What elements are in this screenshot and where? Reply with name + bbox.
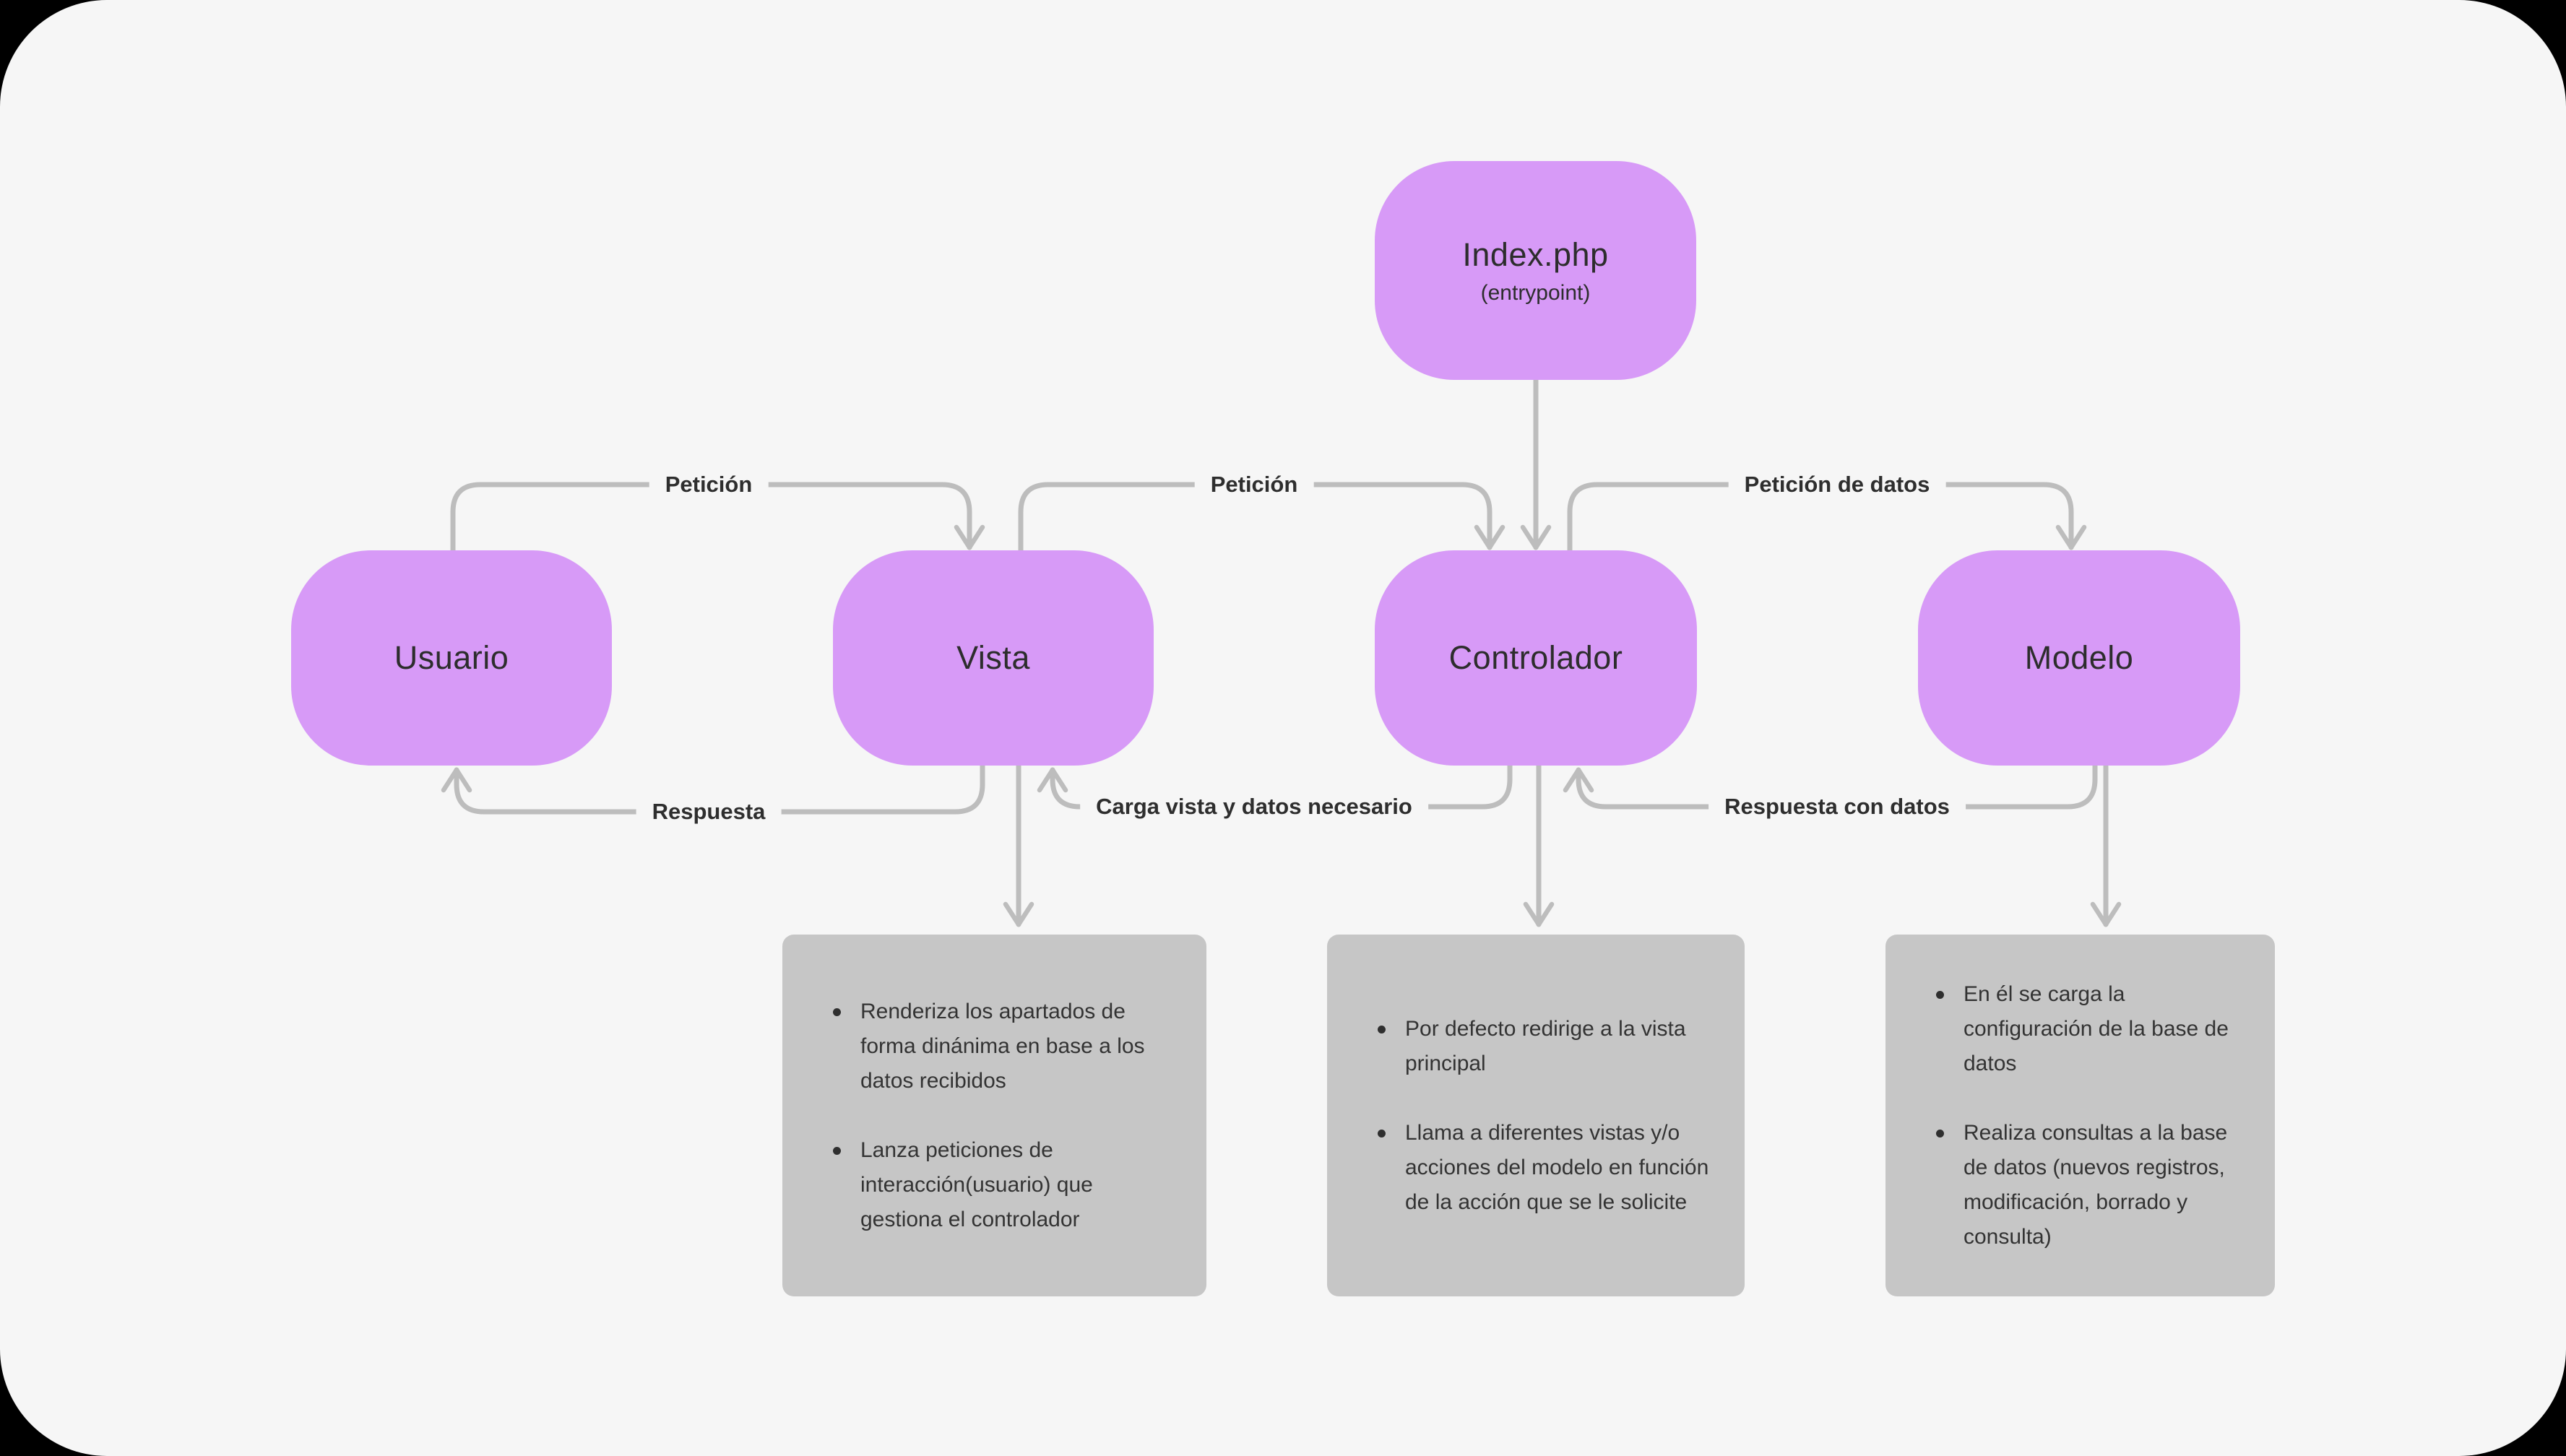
list-item-text: Renderiza los apartados de forma dinánim…: [860, 999, 1145, 1093]
card-modelo-details: En él se carga la configuración de la ba…: [1885, 935, 2275, 1296]
node-modelo: Modelo: [1918, 550, 2240, 766]
card-vista-details: Renderiza los apartados de forma dinánim…: [782, 935, 1206, 1296]
node-controlador-label: Controlador: [1448, 639, 1623, 676]
card-controlador-details: Por defecto redirige a la vista principa…: [1327, 935, 1745, 1296]
edge-label-peticion-vista-controlador: Petición: [1194, 469, 1314, 500]
node-usuario: Usuario: [291, 550, 612, 766]
edge-label-peticion-de-datos: Petición de datos: [1728, 469, 1946, 500]
list-item: Renderiza los apartados de forma dinánim…: [833, 994, 1179, 1098]
edge-label-respuesta-con-datos: Respuesta con datos: [1708, 791, 1966, 823]
bullet-dot: [1378, 1025, 1386, 1034]
bullet-dot: [1936, 990, 1944, 999]
list-item: Realiza consultas a la base de datos (nu…: [1936, 1116, 2247, 1254]
edge-label-carga-vista: Carga vista y datos necesario: [1080, 791, 1428, 823]
edge-label-peticion-usuario-vista: Petición: [649, 469, 769, 500]
bullet-dot: [1378, 1129, 1386, 1138]
list-item-text: En él se carga la configuración de la ba…: [1964, 982, 2229, 1075]
list-item: En él se carga la configuración de la ba…: [1936, 977, 2247, 1081]
node-vista-label: Vista: [956, 639, 1030, 676]
list-item-text: Realiza consultas a la base de datos (nu…: [1964, 1120, 2228, 1249]
node-vista: Vista: [833, 550, 1154, 766]
list-item-text: Llama a diferentes vistas y/o acciones d…: [1405, 1120, 1709, 1214]
list-item: Por defecto redirige a la vista principa…: [1378, 1012, 1717, 1081]
node-usuario-label: Usuario: [394, 639, 509, 676]
node-index-subtitle: (entrypoint): [1480, 280, 1591, 305]
list-item: Llama a diferentes vistas y/o acciones d…: [1378, 1116, 1717, 1220]
bullet-dot: [833, 1008, 841, 1016]
list-item-text: Por defecto redirige a la vista principa…: [1405, 1016, 1686, 1075]
node-controlador: Controlador: [1375, 550, 1697, 766]
list-item-text: Lanza peticiones de interacción(usuario)…: [860, 1138, 1093, 1231]
node-index-php: Index.php (entrypoint): [1375, 161, 1696, 380]
bullet-dot: [833, 1146, 841, 1155]
edge-label-respuesta: Respuesta: [636, 796, 782, 828]
list-item: Lanza peticiones de interacción(usuario)…: [833, 1133, 1179, 1237]
node-index-title: Index.php: [1462, 235, 1609, 273]
node-modelo-label: Modelo: [2024, 639, 2134, 676]
bullet-dot: [1936, 1129, 1944, 1138]
